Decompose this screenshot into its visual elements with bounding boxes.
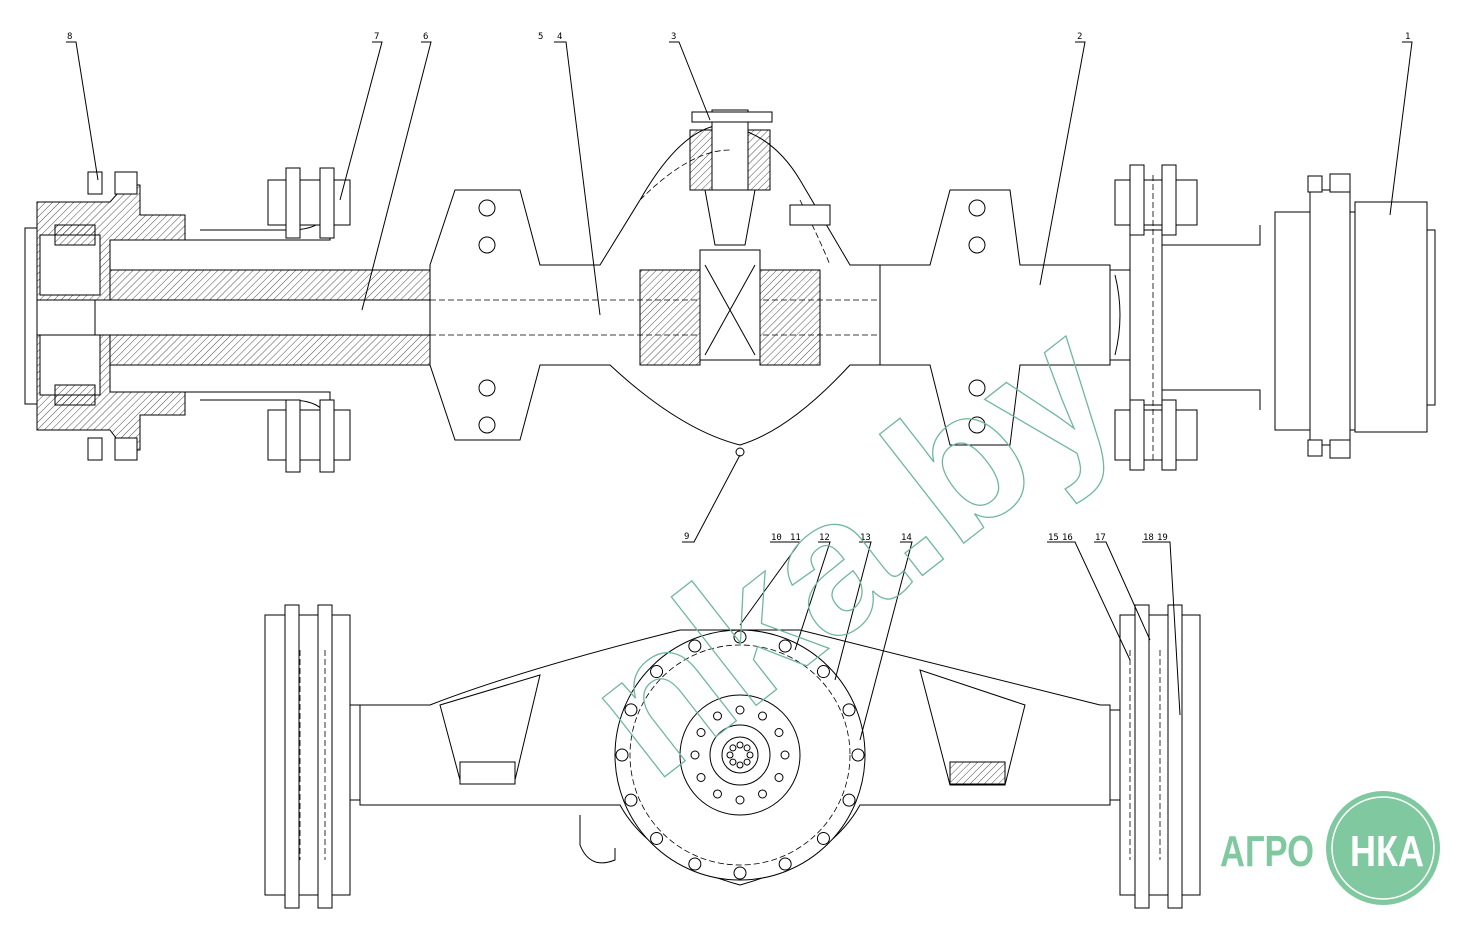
bolt [735,705,745,715]
callout-13: 13 [860,533,871,543]
bolt [842,793,856,807]
bolt [736,761,744,769]
callout-8: 8 [67,32,72,42]
bolt [733,630,747,644]
callout-5: 5 [538,32,543,42]
callout-4: 4 [557,32,562,42]
bolt [729,744,737,752]
callout-1: 1 [1405,32,1410,42]
bolt [746,751,754,759]
callout-10: 10 [771,533,782,543]
callout-3: 3 [671,32,676,42]
callout-2: 2 [1077,32,1082,42]
callout-14: 14 [901,533,912,543]
bolt-circle [615,630,865,880]
bolt [851,748,865,762]
callout-15: 15 [1048,533,1059,543]
bolt [778,639,792,653]
bolt [758,789,767,799]
bolt [780,750,790,760]
bolt [624,703,638,717]
bolt [713,789,722,799]
bolt [688,639,702,653]
logo-text-agro: АГРО [1220,827,1314,876]
bolt [624,793,638,807]
callout-9: 9 [684,532,689,542]
callout-16: 16 [1062,533,1073,543]
callout-labels: 8 7 6 5 4 3 2 1 9 10 11 12 13 14 15 16 1… [67,32,1410,543]
bolt [743,758,751,766]
bottom-plan-view [264,604,1201,909]
bolt [842,703,856,717]
bolt [696,728,706,737]
callout-19: 19 [1157,533,1168,543]
callout-6: 6 [423,32,428,42]
bolt [736,741,744,749]
bolt [650,831,664,845]
agronka-logo: АГРО НКА [1220,791,1440,905]
bolt [650,665,664,679]
bolt [778,857,792,871]
callout-11: 11 [790,533,801,543]
bolt [774,728,784,737]
bolt [735,795,745,805]
bolt [690,750,700,760]
callout-7: 7 [374,32,379,42]
bolt [816,665,830,679]
bolt [733,866,747,880]
logo-text-nka: НКА [1350,827,1424,876]
bolt [774,773,784,782]
bolt [615,748,629,762]
bolt [816,831,830,845]
bolt [713,711,722,721]
bolt [688,857,702,871]
bolt [743,744,751,752]
bolt [726,751,734,759]
callout-17: 17 [1095,533,1106,543]
callout-12: 12 [819,533,830,543]
top-section-view [24,109,1436,473]
leader-lines [66,41,1413,741]
bolt [696,773,706,782]
bolt [758,711,767,721]
bolt [729,758,737,766]
callout-18: 18 [1143,533,1154,543]
